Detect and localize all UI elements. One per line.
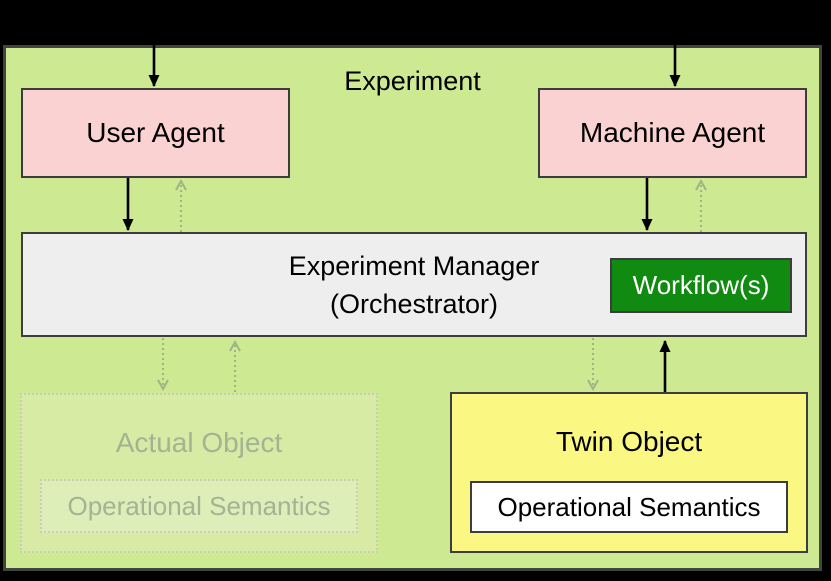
twin-operational-semantics-box: Operational Semantics [470, 481, 788, 533]
actual-object-label: Actual Object [115, 427, 283, 458]
twin-object-label: Twin Object [555, 426, 703, 457]
user-agent-label: User Agent [86, 117, 225, 148]
twin-object-box: Twin Object Operational Semantics [450, 392, 808, 553]
experiment-manager-label-line2: (Orchestrator) [329, 288, 499, 319]
experiment-title: Experiment [344, 66, 481, 96]
machine-agent-label: Machine Agent [579, 117, 766, 148]
machine-agent-box: Machine Agent [538, 88, 807, 178]
twin-operational-semantics-label: Operational Semantics [497, 491, 761, 522]
workflow-label: Workflow(s) [632, 270, 770, 300]
actual-operational-semantics-label: Operational Semantics [67, 490, 331, 521]
actual-object-box: Actual Object Operational Semantics [20, 393, 378, 553]
experiment-manager-label-line1: Experiment Manager [288, 250, 540, 281]
user-agent-box: User Agent [21, 88, 290, 178]
workflow-box: Workflow(s) [610, 258, 792, 313]
actual-operational-semantics-box: Operational Semantics [40, 479, 358, 533]
